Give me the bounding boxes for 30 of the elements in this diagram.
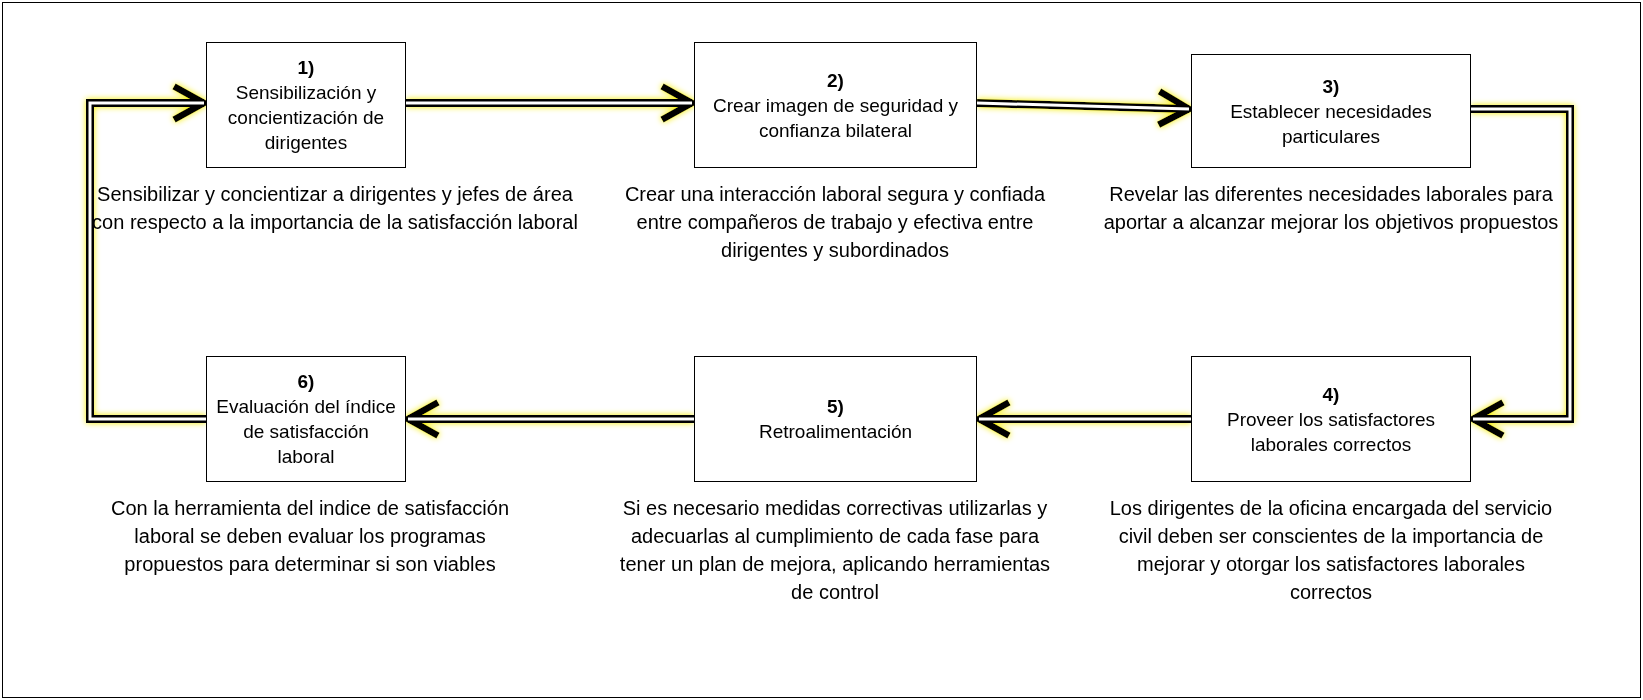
step-number: 4) xyxy=(1322,382,1340,407)
double-line-arrow xyxy=(1469,105,1574,439)
step-description: Si es necesario medidas correctivas utilizarlas y adecuarlas al cumplimiento de cada fase para tener un plan de mejora, aplicando herramientas de control xyxy=(618,496,1052,605)
step-number: 1) xyxy=(297,56,315,80)
process-box xyxy=(1191,54,1471,168)
step-title: Evaluación del índice de satisfacción laboral xyxy=(215,395,397,469)
process-box xyxy=(206,356,406,482)
double-line-arrow xyxy=(975,399,1191,439)
double-line-arrow xyxy=(406,83,696,123)
step-number: 2) xyxy=(827,68,844,93)
step-title: Establecer necesidades particulares xyxy=(1229,99,1433,149)
step-title: Sensibilización y concientización de dirigentes xyxy=(226,81,386,155)
step-title: Proveer los satisfactores laborales correctos xyxy=(1226,407,1436,457)
step-title: Crear imagen de seguridad y confianza bilateral xyxy=(712,93,959,143)
step-description: Revelar las diferentes necesidades laborales para aportar a alcanzar mejorar los objetivos propuestos xyxy=(1102,182,1560,235)
step-description: Crear una interacción laboral segura y confiada entre compañeros de trabajo y efectiva entre dirigentes y subordinados xyxy=(623,182,1047,263)
process-box xyxy=(206,42,406,168)
step-description: Sensibilizar y concientizar a dirigentes y jefes de área con respecto a la importancia de la satisfacción laboral xyxy=(91,182,579,235)
step-title: Retroalimentación xyxy=(758,420,913,444)
double-line-arrow xyxy=(976,88,1193,129)
step-description: Los dirigentes de la oficina encargada del servicio civil deben ser conscientes de la importancia de mejorar y otorgar los satisfactores laborales correctos xyxy=(1108,496,1554,605)
double-line-arrow xyxy=(86,83,208,423)
process-box xyxy=(694,356,977,482)
step-number: 6) xyxy=(297,370,315,394)
double-line-arrow xyxy=(404,399,694,439)
step-description: Con la herramienta del indice de satisfacción laboral se deben evaluar los programas propuestos para determinar si son viables xyxy=(110,496,510,577)
step-number: 5) xyxy=(827,395,844,419)
process-box xyxy=(694,42,977,168)
step-number: 3) xyxy=(1322,74,1340,99)
process-box xyxy=(1191,356,1471,482)
